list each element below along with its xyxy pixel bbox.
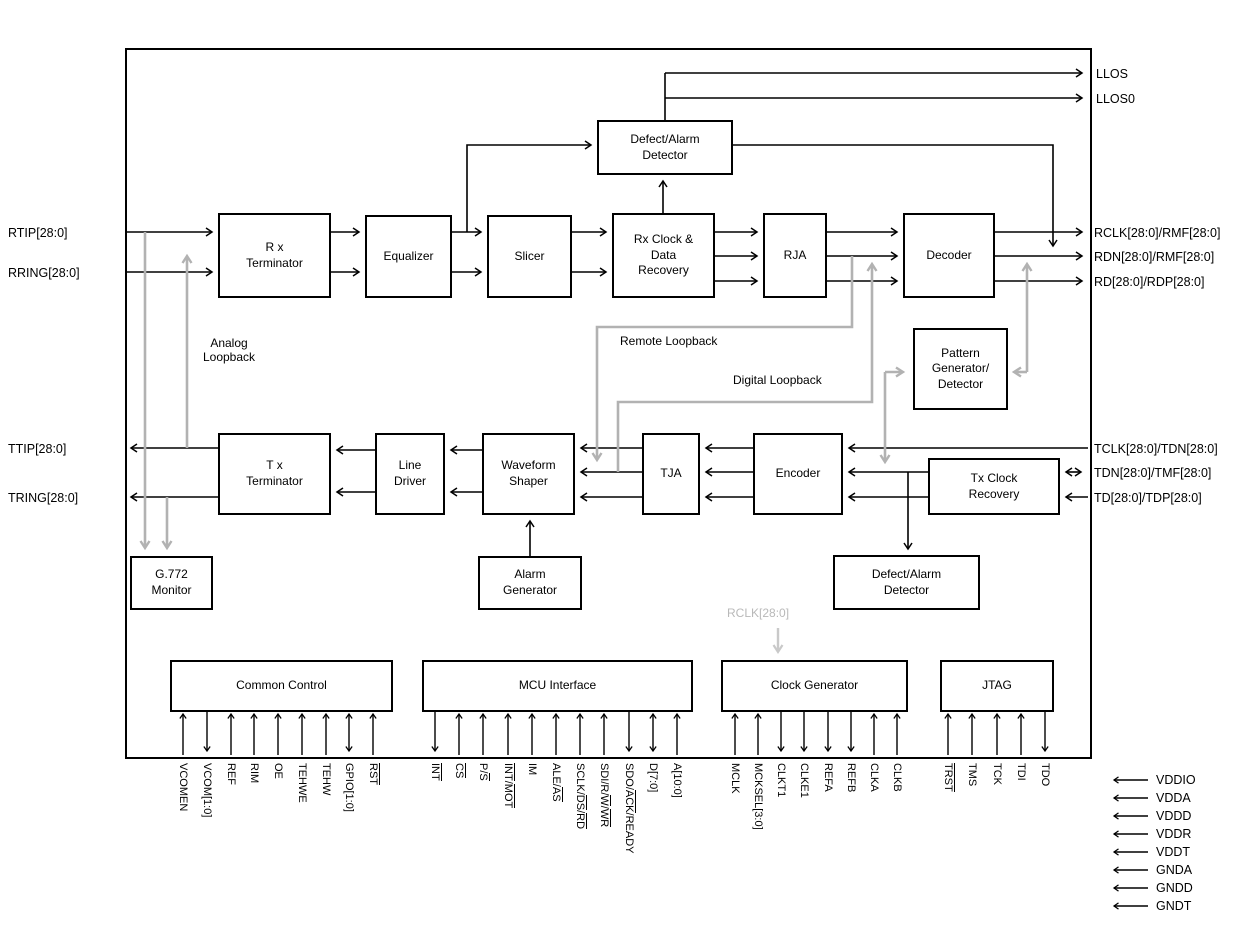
wire (616, 261, 878, 472)
pin-label-tehw: TEHW (320, 763, 332, 796)
chip-boundary (125, 48, 1092, 759)
block-rx-cdr: Rx Clock & Data Recovery (612, 213, 715, 298)
block-defect-alarm-bottom: Defect/Alarm Detector (833, 555, 980, 610)
signal-label-tclk: TCLK[28:0]/TDN[28:0] (1094, 442, 1218, 456)
power-pin-label-vddr: VDDR (1156, 827, 1192, 841)
pin-label-vcomen: VCOMEN (177, 763, 189, 812)
note-remote-loopback: Remote Loopback (620, 334, 718, 348)
signal-label-tring: TRING[28:0] (8, 491, 79, 505)
pin-label-a-10-0: A[10:0] (671, 763, 683, 798)
power-pin-label-vdda: VDDA (1156, 791, 1191, 805)
signal-label-td: TD[28:0]/TDP[28:0] (1094, 491, 1202, 505)
signal-label-rtip: RTIP[28:0] (8, 226, 68, 240)
block-tx-terminator: T x Terminator (218, 433, 331, 515)
block-pattern-gen: Pattern Generator/ Detector (913, 328, 1008, 410)
overline: INT (502, 763, 515, 781)
overline: RD (574, 813, 587, 830)
signal-label-tdn: TDN[28:0]/TMF[28:0] (1094, 466, 1212, 480)
pin-label-ref: REF (225, 763, 237, 785)
wire (591, 256, 854, 463)
power-pin-label-vddio: VDDIO (1156, 773, 1196, 787)
overline: RST (367, 763, 380, 785)
pin-label-clke1: CLKE1 (798, 763, 810, 798)
pin-label-p-s: P/S (477, 763, 490, 781)
overline: AS (550, 786, 563, 802)
block-encoder: Encoder (753, 433, 843, 515)
block-tja: TJA (642, 433, 700, 515)
pin-label-clka: CLKA (868, 763, 880, 792)
wire (466, 140, 593, 232)
overline: W (598, 795, 611, 806)
block-common-control: Common Control (170, 660, 393, 712)
block-alarm-generator: Alarm Generator (478, 556, 582, 610)
pin-label-ale-as: ALE/AS (550, 763, 563, 802)
block-mcu-interface: MCU Interface (422, 660, 693, 712)
pin-label-clkb: CLKB (891, 763, 903, 792)
pin-label-tms: TMS (966, 763, 978, 787)
pin-label-refa: REFA (822, 763, 834, 792)
pin-label-mcksel-3-0: MCKSEL[3:0] (752, 763, 764, 830)
pin-label-sdi-r-w-wr: SDI/R/W/WR (598, 763, 611, 828)
pin-label-int-mot: INT/MOT (502, 763, 515, 809)
signal-label-llos: LLOS (1096, 67, 1128, 81)
pin-label-cs: CS (453, 763, 466, 779)
block-slicer: Slicer (487, 215, 572, 298)
block-decoder: Decoder (903, 213, 995, 298)
pin-label-sclk-ds-rd: SCLK/DS/RD (574, 763, 587, 830)
pin-label-tck: TCK (991, 763, 1003, 785)
pin-label-gpio-1-0: GPIO[1:0] (343, 763, 355, 812)
pin-label-int: INT (429, 763, 442, 781)
pin-label-sdo-ack-ready: SDO/ACK/READY (623, 763, 636, 854)
note-analog-loopback: Analog Loopback (202, 336, 256, 364)
signal-label-rring: RRING[28:0] (8, 266, 80, 280)
overline: TRST (942, 763, 955, 792)
pin-label-tdi: TDI (1015, 763, 1027, 781)
note-digital-loopback: Digital Loopback (733, 373, 822, 387)
overline: ACK (623, 789, 636, 813)
pin-label-mclk: MCLK (729, 763, 741, 794)
block-jtag: JTAG (940, 660, 1054, 712)
pin-label-vcom-1-0: VCOM[1:0] (201, 763, 213, 818)
signal-label-ttip: TTIP[28:0] (8, 442, 67, 456)
power-pin-label-gnda: GNDA (1156, 863, 1193, 877)
block-tx-clock-recovery: Tx Clock Recovery (928, 458, 1060, 515)
wire (733, 144, 1058, 248)
block-g772-monitor: G.772 Monitor (130, 556, 213, 610)
block-waveform-shaper: Waveform Shaper (482, 433, 575, 515)
signal-label-rd: RD[28:0]/RDP[28:0] (1094, 275, 1205, 289)
signal-label-llos0: LLOS0 (1096, 92, 1135, 106)
overline: INT (429, 763, 442, 781)
pin-label-im: IM (526, 763, 538, 776)
overline: WR (598, 808, 611, 828)
signal-label-rclk: RCLK[28:0]/RMF[28:0] (1094, 226, 1221, 240)
pin-label-tehwe: TEHWE (296, 763, 308, 803)
pin-label-oe: OE (272, 763, 284, 779)
note-rclk-feed: RCLK[28:0] (727, 606, 790, 620)
overline: S (477, 773, 490, 781)
power-pin-label-gndt: GNDT (1156, 899, 1192, 913)
pin-label-rst: RST (367, 763, 380, 785)
block-line-driver: Line Driver (375, 433, 445, 515)
pin-label-trst: TRST (942, 763, 955, 792)
block-rx-terminator: R x Terminator (218, 213, 331, 298)
block-equalizer: Equalizer (365, 215, 452, 298)
pin-label-rim: RIM (248, 763, 260, 784)
pin-label-clkt1: CLKT1 (775, 763, 787, 798)
power-pin-label-gndd: GNDD (1156, 881, 1193, 895)
block-defect-alarm-top: Defect/Alarm Detector (597, 120, 733, 175)
pin-label-tdo: TDO (1039, 763, 1051, 787)
signal-label-rdn: RDN[28:0]/RMF[28:0] (1094, 250, 1215, 264)
block-rja: RJA (763, 213, 827, 298)
pin-label-d-7-0: D[7:0] (647, 763, 659, 793)
power-pin-label-vddt: VDDT (1156, 845, 1191, 859)
block-clock-generator: Clock Generator (721, 660, 908, 712)
power-pin-label-vddd: VDDD (1156, 809, 1192, 823)
pin-label-refb: REFB (845, 763, 857, 793)
overline: MOT (502, 783, 515, 809)
overline: CS (453, 763, 466, 779)
overline: DS (574, 794, 587, 811)
